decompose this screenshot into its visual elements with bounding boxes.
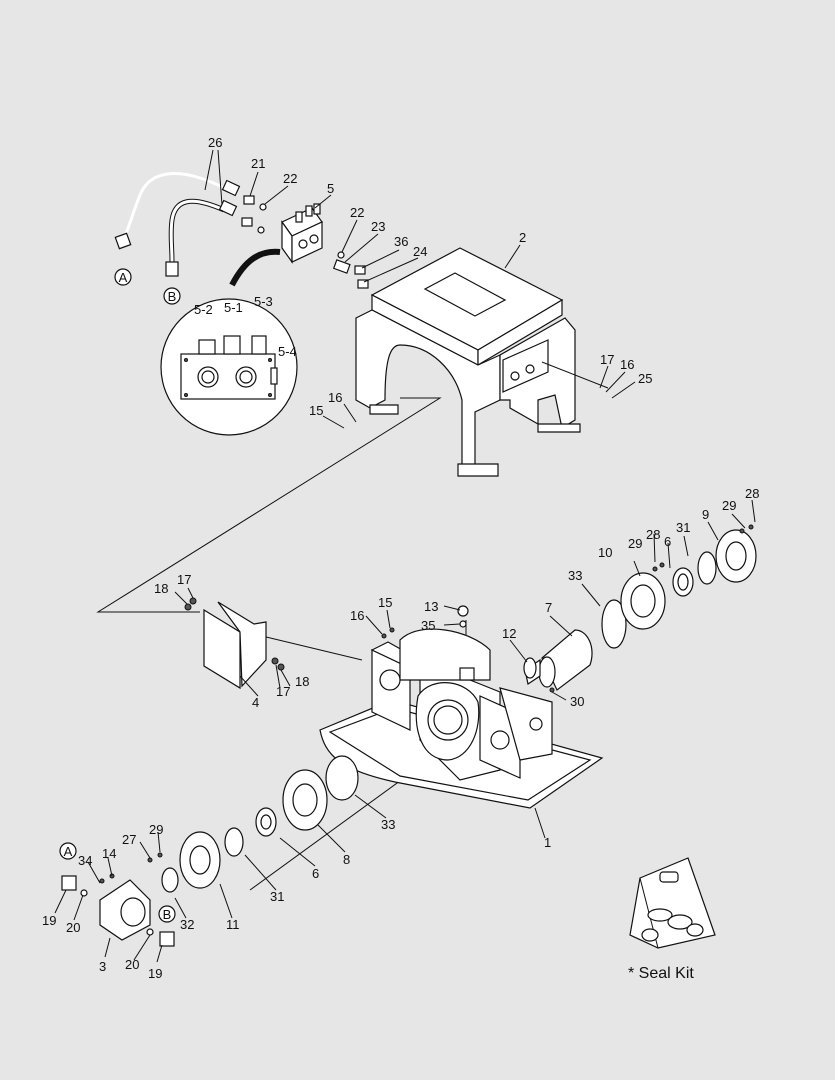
- callout-36: 36: [394, 234, 408, 249]
- callout-12: 12: [502, 626, 516, 641]
- callout-7: 7: [545, 600, 552, 615]
- eccentric-shaft: [381, 524, 757, 693]
- callout-26: 26: [208, 135, 222, 150]
- callout-5-2: 5-2: [194, 302, 213, 317]
- callout-30: 30: [570, 694, 584, 709]
- callout-31: 31: [676, 520, 690, 535]
- callout-33: 33: [568, 568, 582, 583]
- left-bearing-stack: [147, 755, 359, 893]
- callout-11: 11: [226, 917, 240, 932]
- callout-10: 10: [598, 545, 612, 560]
- callout-27: 27: [122, 832, 136, 847]
- svg-text:A: A: [119, 270, 128, 285]
- valve-detail-view: [160, 248, 298, 436]
- callout-19: 19: [148, 966, 162, 981]
- callout-17: 17: [600, 352, 614, 367]
- callout-5: 5: [327, 181, 334, 196]
- callout-16: 16: [350, 608, 364, 623]
- connector-a-lower: A: [59, 842, 77, 860]
- callout-15: 15: [309, 403, 323, 418]
- callout-16: 16: [620, 357, 634, 372]
- callout-25: 25: [638, 371, 652, 386]
- callout-20: 20: [125, 957, 139, 972]
- connector-b-upper: B: [163, 287, 181, 305]
- callout-5-1: 5-1: [224, 300, 243, 315]
- callout-17: 17: [276, 684, 290, 699]
- callout-32: 32: [180, 917, 194, 932]
- callout-29: 29: [149, 822, 163, 837]
- assembly-guide-lines: [96, 361, 609, 891]
- valve-block: [281, 203, 323, 264]
- callout-5-4: 5-4: [278, 344, 297, 359]
- callout-14: 14: [102, 846, 116, 861]
- callout-29: 29: [628, 536, 642, 551]
- callout-6: 6: [664, 534, 671, 549]
- callout-3: 3: [99, 959, 106, 974]
- hydraulic-motor: [61, 873, 175, 947]
- callout-35: 35: [421, 618, 435, 633]
- seal-kit-bag: [629, 857, 716, 949]
- callout-34: 34: [78, 853, 92, 868]
- callout-1: 1: [544, 835, 551, 850]
- callout-24: 24: [413, 244, 427, 259]
- callout-29: 29: [722, 498, 736, 513]
- callout-16: 16: [328, 390, 342, 405]
- callout-31: 31: [270, 889, 284, 904]
- callout-33: 33: [381, 817, 395, 832]
- callout-leaders: [54, 149, 756, 963]
- callout-5-3: 5-3: [254, 294, 273, 309]
- upper-frame: [355, 247, 581, 477]
- callout-19: 19: [42, 913, 56, 928]
- callout-18: 18: [154, 581, 168, 596]
- callout-9: 9: [702, 507, 709, 522]
- callout-8: 8: [343, 852, 350, 867]
- upper-fittings: [241, 195, 369, 289]
- callout-22: 22: [350, 205, 364, 220]
- callout-28: 28: [646, 527, 660, 542]
- callout-23: 23: [371, 219, 385, 234]
- callout-4: 4: [252, 695, 259, 710]
- callout-numbers: 26 21 22 5 22 23 36 24 2 5-2 5-1 5-3 5-4…: [42, 135, 759, 981]
- seal-kit-label: * Seal Kit: [628, 965, 694, 982]
- callout-13: 13: [424, 599, 438, 614]
- svg-text:A: A: [64, 844, 73, 859]
- callout-28: 28: [745, 486, 759, 501]
- connector-b-lower: B: [158, 905, 176, 923]
- callout-20: 20: [66, 920, 80, 935]
- connector-a-upper: A: [114, 268, 132, 286]
- callout-6: 6: [312, 866, 319, 881]
- callout-17: 17: [177, 572, 191, 587]
- svg-text:B: B: [168, 289, 177, 304]
- callout-22: 22: [283, 171, 297, 186]
- callout-2: 2: [519, 230, 526, 245]
- hydraulic-hoses: [114, 172, 241, 277]
- side-cover: [184, 597, 285, 690]
- callout-18: 18: [295, 674, 309, 689]
- callout-15: 15: [378, 595, 392, 610]
- callout-21: 21: [251, 156, 265, 171]
- svg-text:B: B: [163, 907, 172, 922]
